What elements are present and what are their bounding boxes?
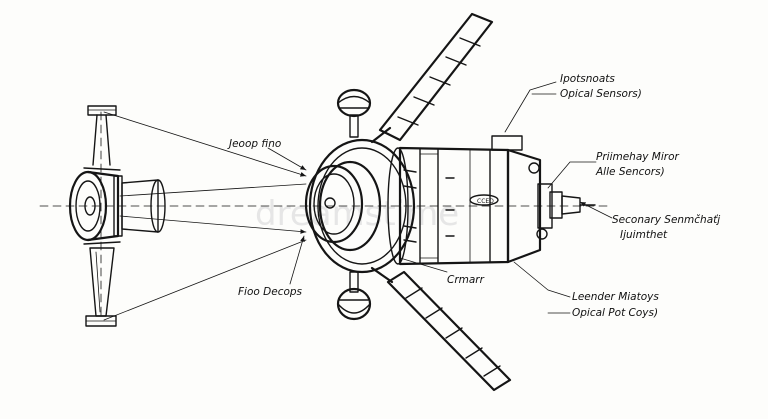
label-priimehay-miror: Priimehay Miror (596, 151, 680, 163)
label-crmarr: Crmarr (447, 274, 485, 286)
module-marking: CCEO (477, 198, 494, 205)
lower-solar-panel (370, 266, 512, 392)
callout-lines (267, 81, 613, 314)
construction-lines (103, 111, 307, 321)
module-badge (469, 194, 499, 206)
label-fioo-decops: Fioo Decops (238, 286, 303, 298)
label-leender-miatoys: Leender Miatoys (572, 291, 659, 303)
label-jeoop-fino: Jeoop fino (227, 138, 281, 150)
upper-solar-panel (370, 12, 494, 144)
label-ipotsnoats: Ipotsnoats (560, 73, 615, 85)
label-seconary: Seconary Senmčhaťj (612, 214, 720, 226)
left-probe (68, 105, 166, 327)
label-opical-pot-coys: Opical Pot Coys) (572, 307, 658, 319)
bottom-antenna-pod (336, 271, 372, 321)
top-antenna-pod (336, 88, 372, 138)
label-ijuimthet: Ijuimthet (620, 229, 668, 241)
label-alle-sencors: Alle Sencors) (595, 166, 665, 178)
front-ring (304, 138, 417, 274)
watermark-text: dreamstime (255, 194, 459, 234)
label-opical-sensors: Opical Sensors) (560, 88, 642, 100)
main-body: CCEO (398, 135, 596, 266)
